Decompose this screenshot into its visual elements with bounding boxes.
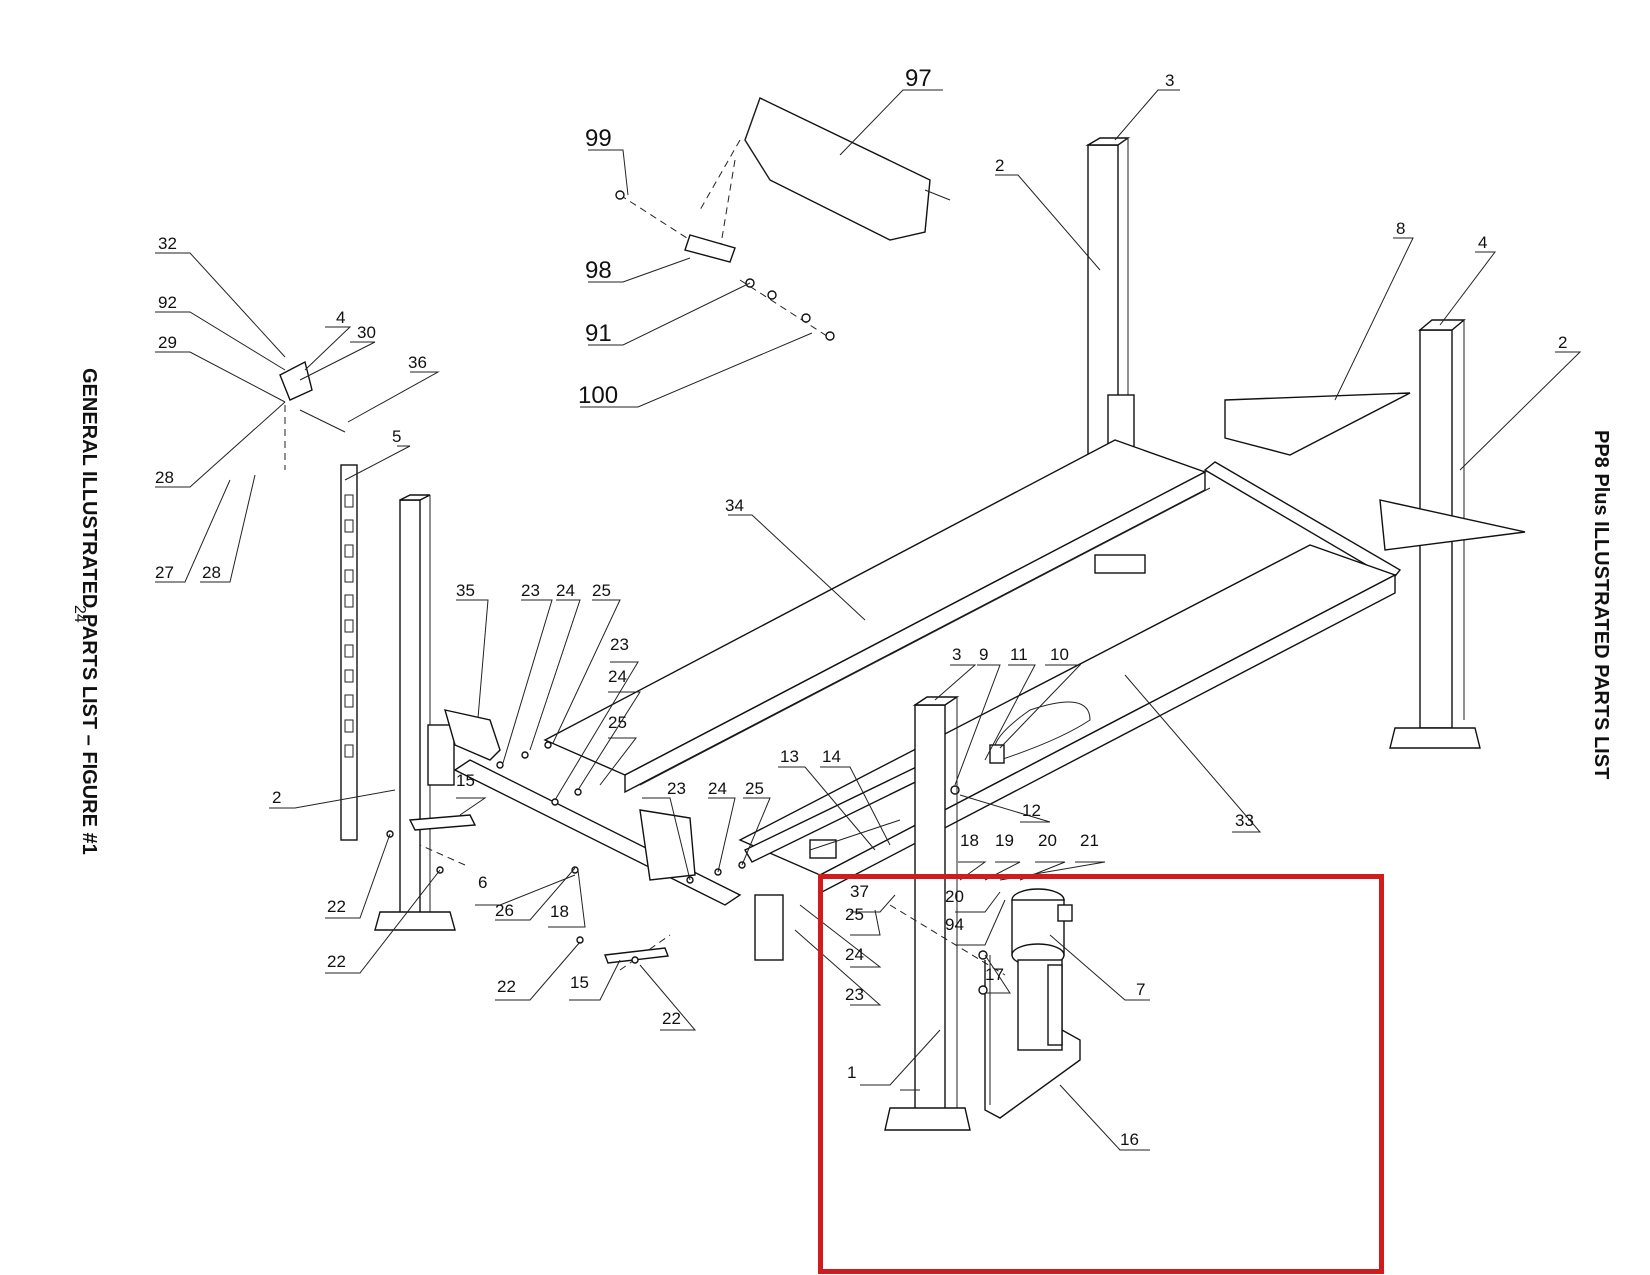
lock-release-detail [615,97,951,341]
front-column-1 [884,696,1006,1131]
callout-18: 18 [550,902,569,921]
callout-24: 24 [608,667,627,686]
callout-18: 18 [960,831,979,850]
callout-32: 32 [158,234,177,253]
rear-left-column [279,360,456,931]
callout-37: 37 [850,882,869,901]
callout-15: 15 [456,771,475,790]
callout-3: 3 [952,645,961,664]
callout-10: 10 [1050,645,1069,664]
callout-17: 17 [985,965,1004,984]
callout-23: 23 [667,779,686,798]
callout-24: 24 [556,581,575,600]
callout-91: 91 [585,320,612,347]
cylinder-assembly [744,744,1005,863]
callout-3: 3 [1165,71,1174,90]
callout-4: 4 [336,308,345,327]
callout-30: 30 [357,323,376,342]
callout-12: 12 [1022,801,1041,820]
callout-97: 97 [905,65,932,92]
ramp-8 [1224,392,1526,551]
power-unit [978,888,1081,1119]
callout-28: 28 [202,563,221,582]
runway-33 [738,544,1397,895]
callout-20: 20 [945,887,964,906]
right-side-title: PP8 Plus ILLUSTRATED PARTS LIST [1590,430,1612,780]
callout-9: 9 [979,645,988,664]
callout-11: 11 [1010,645,1028,664]
callout-28: 28 [155,468,174,487]
callout-25: 25 [592,581,611,600]
callout-24: 24 [708,779,727,798]
callout-23: 23 [610,635,629,654]
callout-14: 14 [822,747,841,766]
callout-19: 19 [995,831,1014,850]
callout-20: 20 [1038,831,1057,850]
callout-8: 8 [1396,219,1405,238]
callout-23: 23 [521,581,540,600]
callout-36: 36 [408,353,427,372]
callout-22: 22 [327,897,346,916]
callout-34: 34 [725,496,744,515]
callout-25: 25 [608,713,627,732]
callout-35: 35 [456,581,475,600]
callout-15: 15 [570,973,589,992]
callout-6: 6 [478,873,487,892]
callout-25: 25 [845,905,864,924]
callout-22: 22 [662,1009,681,1028]
leader-lines [155,89,1582,1151]
callout-92: 92 [158,293,177,312]
callout-27: 27 [155,563,174,582]
callout-24: 24 [845,945,864,964]
highlight-box [818,874,1384,1274]
callout-94: 94 [945,915,964,934]
page-number: 24 [71,605,88,623]
callout-21: 21 [1080,831,1099,850]
callout-100: 100 [578,382,618,409]
callout-16: 16 [1120,1130,1139,1149]
callout-7: 7 [1136,980,1145,999]
callout-33: 33 [1235,811,1254,830]
callout-22: 22 [497,977,516,996]
callout-26: 26 [495,901,514,920]
callout-13: 13 [780,747,799,766]
runway-34 [543,439,1211,794]
callout-99: 99 [585,125,612,152]
callout-labels: 97 99 98 91 100 3 2 8 4 2 32 92 4 30 29 … [155,65,1567,1149]
callout-22: 22 [327,952,346,971]
callout-4: 4 [1478,233,1487,252]
callout-2: 2 [995,156,1004,175]
callout-2: 2 [1558,333,1567,352]
callout-5: 5 [392,427,401,446]
left-end-assembly [386,709,784,971]
callout-2: 2 [272,788,281,807]
callout-98: 98 [585,257,612,284]
callout-1: 1 [847,1063,856,1082]
callout-25: 25 [745,779,764,798]
callout-29: 29 [158,333,177,352]
callout-23: 23 [845,985,864,1004]
